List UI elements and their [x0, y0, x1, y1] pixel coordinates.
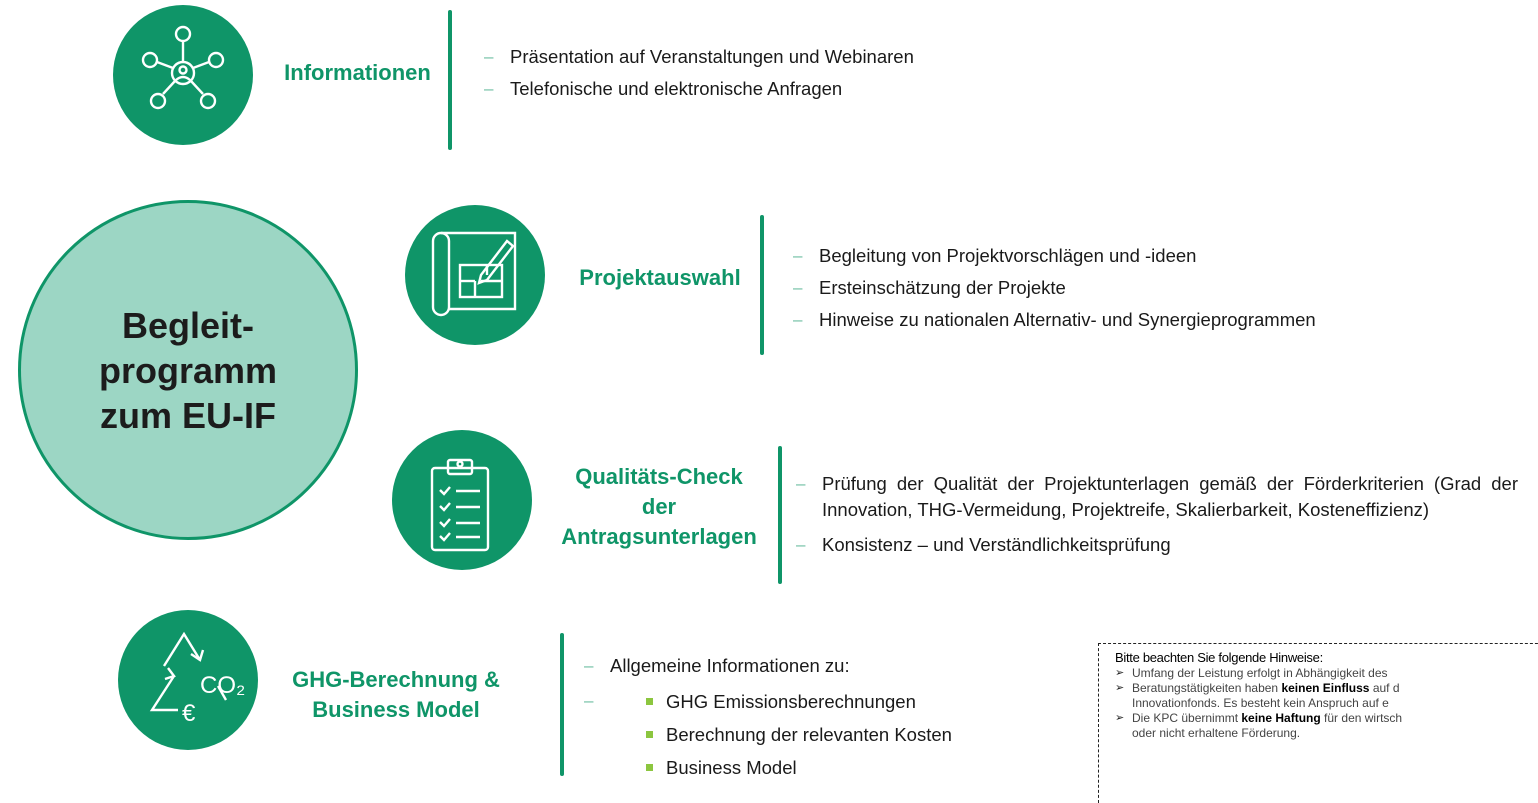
blueprint-icon — [431, 231, 517, 317]
note-item-continued: Innovationfonds. Es besteht kein Anspruc… — [1132, 696, 1389, 710]
list-item: Präsentation auf Veranstaltungen und Web… — [484, 41, 1184, 73]
notes-title: Bitte beachten Sie folgende Hinweise: — [1115, 650, 1323, 665]
clipboard-checklist-icon — [430, 458, 490, 552]
list-item: GHG Emissionsberechnungen — [584, 685, 1084, 718]
section-divider-informationen — [448, 10, 452, 150]
recycle-co2-euro-icon — [149, 631, 228, 712]
list-item: Telefonische und elektronische Anfragen — [484, 73, 1184, 105]
sublist-container: GHG Emissionsberechnungen Berechnung der… — [584, 685, 1084, 784]
network-icon — [141, 25, 225, 110]
notes-list: Umfang der Leistung erfolgt in Abhängigk… — [1115, 666, 1538, 741]
section-label-qualitaets-check: Qualitäts-Check der Antragsunterlagen — [561, 464, 757, 549]
section-label-projektauswahl: Projektauswahl — [579, 265, 741, 290]
section-divider-projektauswahl — [760, 215, 764, 355]
section-divider-ghg — [560, 633, 564, 776]
section-items-ghg: Allgemeine Informationen zu: GHG Emissio… — [584, 650, 1084, 784]
section-items-informationen: Präsentation auf Veranstaltungen und Web… — [484, 41, 1184, 105]
ghg-icon-circle: CO₂ € — [118, 610, 258, 750]
center-program-circle: Begleit- programm zum EU-IF — [18, 200, 358, 540]
note-item: Die KPC übernimmt keine Haftung für den … — [1115, 711, 1538, 726]
euro-symbol: € — [182, 700, 196, 727]
note-item: Umfang der Leistung erfolgt in Abhängigk… — [1115, 666, 1538, 681]
note-item: Beratungstätigkeiten haben keinen Einflu… — [1115, 681, 1538, 696]
section-items-projektauswahl: Begleitung von Projektvorschlägen und -i… — [793, 240, 1493, 336]
list-item: Berechnung der relevanten Kosten — [584, 718, 1084, 751]
section-items-qualitaets-check: Prüfung der Qualität der Projektunterlag… — [796, 471, 1518, 561]
list-item: Begleitung von Projektvorschlägen und -i… — [793, 240, 1493, 272]
ghg-subitems: GHG Emissionsberechnungen Berechnung der… — [584, 685, 1084, 784]
list-item: Hinweise zu nationalen Alternativ- und S… — [793, 304, 1493, 336]
center-title: Begleit- programm zum EU-IF — [98, 304, 278, 436]
co2-label: CO₂ — [200, 672, 246, 699]
list-item: Business Model — [584, 751, 1084, 784]
projektauswahl-icon-circle — [405, 205, 545, 345]
section-label-informationen: Informationen — [284, 60, 431, 85]
list-item: Konsistenz – und Verständlichkeitsprüfun… — [796, 529, 1518, 561]
note-item-continued: oder nicht erhaltene Förderung. — [1132, 726, 1301, 740]
informationen-icon-circle — [113, 5, 253, 145]
section-label-ghg: GHG-Berechnung & Business Model — [292, 667, 500, 722]
notes-box: Bitte beachten Sie folgende Hinweise: Um… — [1098, 643, 1538, 803]
qualitaets-check-icon-circle — [392, 430, 532, 570]
list-item: Ersteinschätzung der Projekte — [793, 272, 1493, 304]
section-divider-qualitaets-check — [778, 446, 782, 584]
list-item: Prüfung der Qualität der Projektunterlag… — [796, 471, 1518, 523]
list-item: Allgemeine Informationen zu: — [584, 650, 1084, 682]
